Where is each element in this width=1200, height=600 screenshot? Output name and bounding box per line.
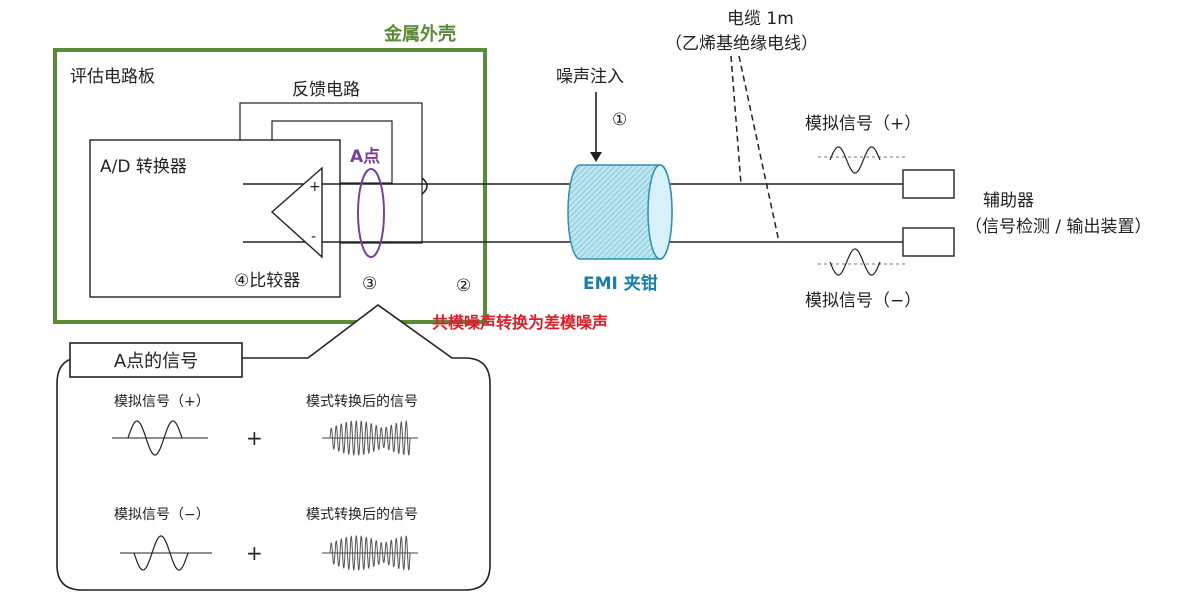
wire-crossover-bump xyxy=(421,177,428,195)
metal-case-label: 金属外壳 xyxy=(383,23,456,45)
cable-leader-2 xyxy=(738,55,780,243)
marker-1: ① xyxy=(612,110,627,130)
analog-negative-waveform xyxy=(818,248,908,276)
callout-mode-converted-2: 模式转换后的信号 xyxy=(306,506,418,523)
analog-positive-waveform xyxy=(818,146,908,174)
eval-board-label: 评估电路板 xyxy=(70,67,155,87)
aux-sub-label: （信号检测 / 输出装置） xyxy=(965,217,1152,237)
callout-analog-positive: 模拟信号（+） xyxy=(114,394,210,410)
comparator-label: ④比较器 xyxy=(234,271,300,291)
point-a-label: A点 xyxy=(350,146,380,167)
conversion-label: 共模噪声转换为差模噪声 xyxy=(432,313,608,332)
noise-injection-label: 噪声注入 xyxy=(556,67,624,87)
analog-positive-label: 模拟信号（+） xyxy=(805,114,921,134)
callout-analog-positive-waveform xyxy=(112,420,208,456)
terminal-negative xyxy=(902,227,955,257)
emi-clamp-label: EMI 夹钳 xyxy=(583,273,658,294)
comparator-symbol xyxy=(270,166,323,259)
callout-plus-1: + xyxy=(246,426,263,450)
metal-case xyxy=(53,48,487,324)
callout-mode-converted-waveform-1 xyxy=(322,420,418,456)
comparator-minus: - xyxy=(311,229,316,245)
marker-2: ② xyxy=(456,276,471,296)
callout-mode-converted-waveform-2 xyxy=(322,535,418,571)
callout-analog-negative-waveform xyxy=(120,535,212,571)
adc-label: A/D 转换器 xyxy=(100,157,187,177)
callout-analog-negative: 模拟信号（−） xyxy=(114,507,210,523)
point-a-marker xyxy=(357,168,385,258)
comparator-plus: + xyxy=(309,179,321,195)
terminal-positive xyxy=(902,169,955,199)
noise-arrow-head xyxy=(590,152,602,162)
aux-label: 辅助器 xyxy=(983,191,1034,211)
feedback-label: 反馈电路 xyxy=(292,80,360,100)
emi-clamp xyxy=(567,164,673,260)
marker-3: ③ xyxy=(362,274,377,294)
cable-leader-1 xyxy=(730,55,742,185)
callout-title-box xyxy=(69,342,243,378)
cable-label: 电缆 1m xyxy=(727,9,794,29)
cable-sub-label: （乙烯基绝缘电线） xyxy=(665,34,818,54)
callout-title: A点的信号 xyxy=(114,351,198,372)
callout-plus-2: + xyxy=(246,541,263,565)
analog-negative-label: 模拟信号（−） xyxy=(805,291,921,311)
callout-mode-converted-1: 模式转换后的信号 xyxy=(306,393,418,410)
